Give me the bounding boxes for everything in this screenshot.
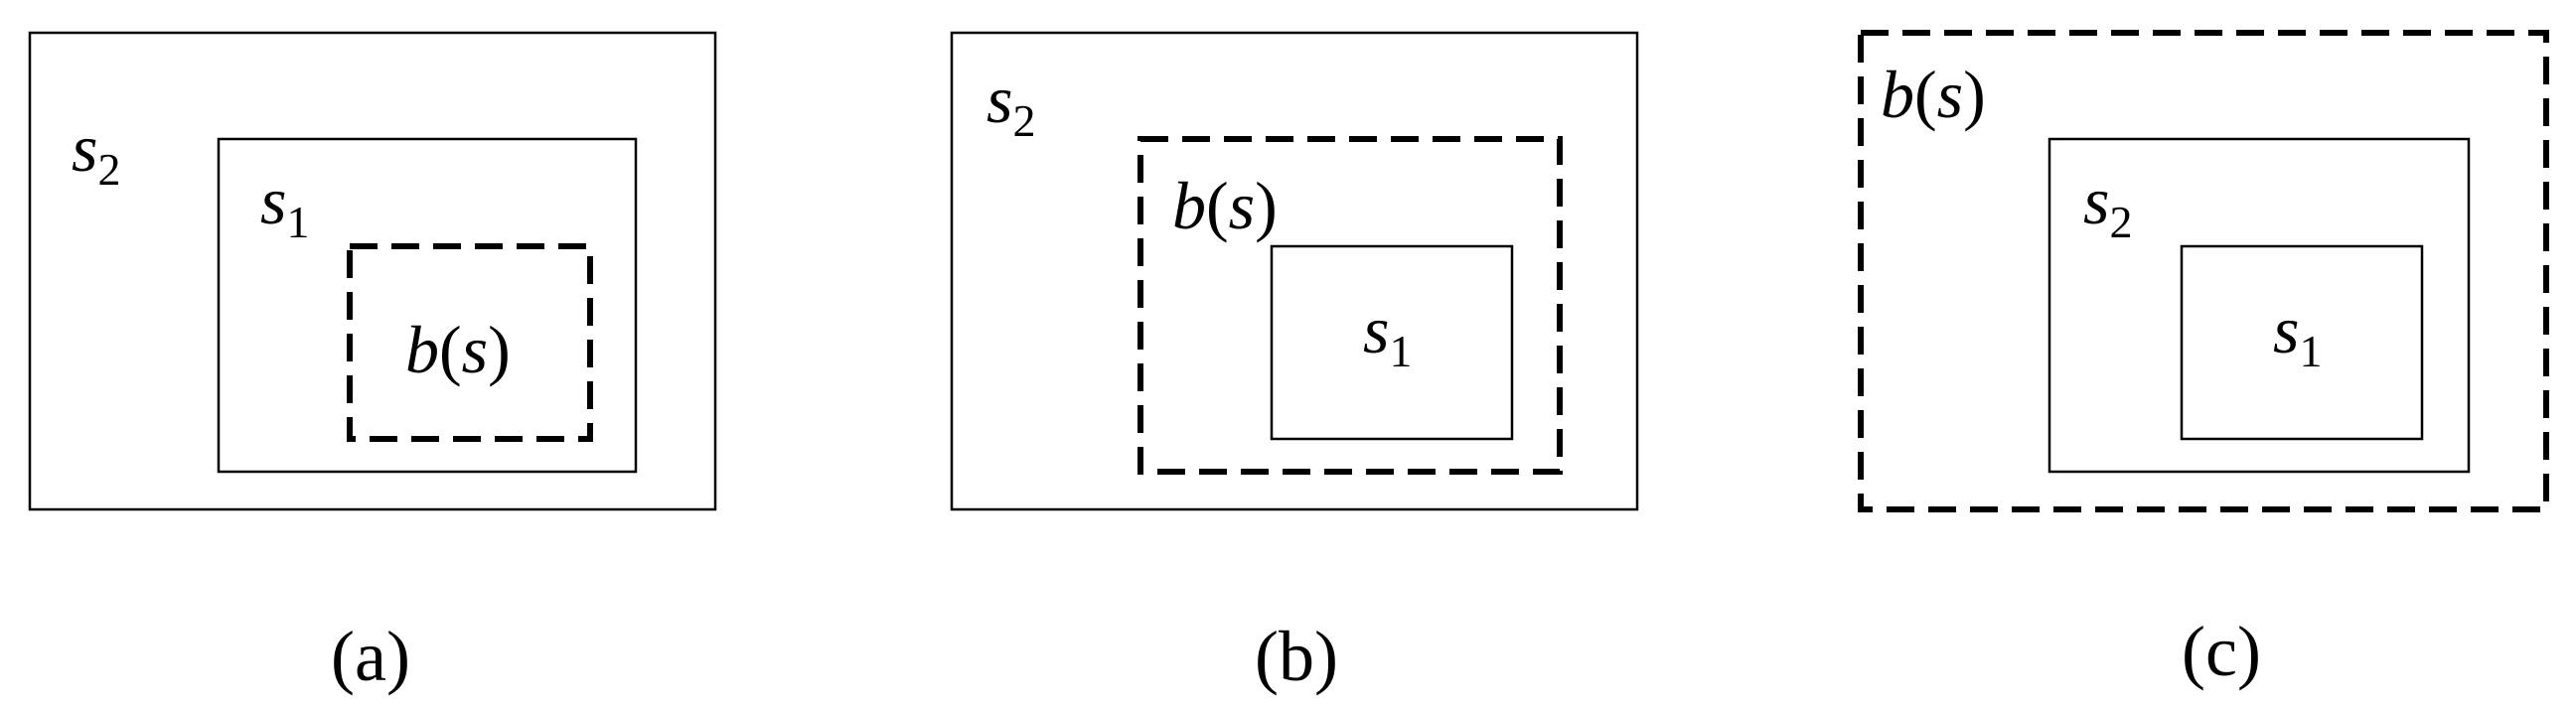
panel-b-label-s2: s2 xyxy=(986,62,1035,146)
panel-b-inner-box-s1 xyxy=(1270,244,1514,441)
panel-c-inner-box-s1 xyxy=(2180,244,2424,441)
panel-c-label-s2: s2 xyxy=(2083,163,2132,247)
panel-a-label-s1: s1 xyxy=(260,163,309,247)
panel-a-outer-box-s2 xyxy=(28,31,717,511)
panel-b-label-b-of-s: b(s) xyxy=(1172,168,1278,243)
panel-c: b(s) s2 s1 (c) xyxy=(1858,30,2549,691)
panel-c-caption: (c) xyxy=(2182,612,2261,691)
panel-b-outer-box-s2 xyxy=(950,31,1639,511)
panel-c-label-s1: s1 xyxy=(2273,292,2322,376)
panel-a-label-b-of-s: b(s) xyxy=(405,312,511,387)
panel-a-caption: (a) xyxy=(331,617,410,696)
panel-b-label-s1: s1 xyxy=(1363,292,1412,376)
panel-b: s2 b(s) s1 (b) xyxy=(950,31,1639,696)
panel-a: s2 s1 b(s) (a) xyxy=(28,31,717,696)
panel-c-label-b-of-s: b(s) xyxy=(1881,57,1986,132)
panel-a-middle-box-s1 xyxy=(217,137,638,474)
panel-b-dashed-box-b-of-s xyxy=(1137,136,1563,475)
panel-a-label-s2: s2 xyxy=(72,110,120,195)
panel-c-dashed-box-b-of-s xyxy=(1858,30,2549,512)
panel-a-dashed-box-b-of-s xyxy=(347,243,593,442)
panel-c-middle-box-s2 xyxy=(2047,137,2471,474)
panel-b-caption: (b) xyxy=(1255,617,1338,696)
